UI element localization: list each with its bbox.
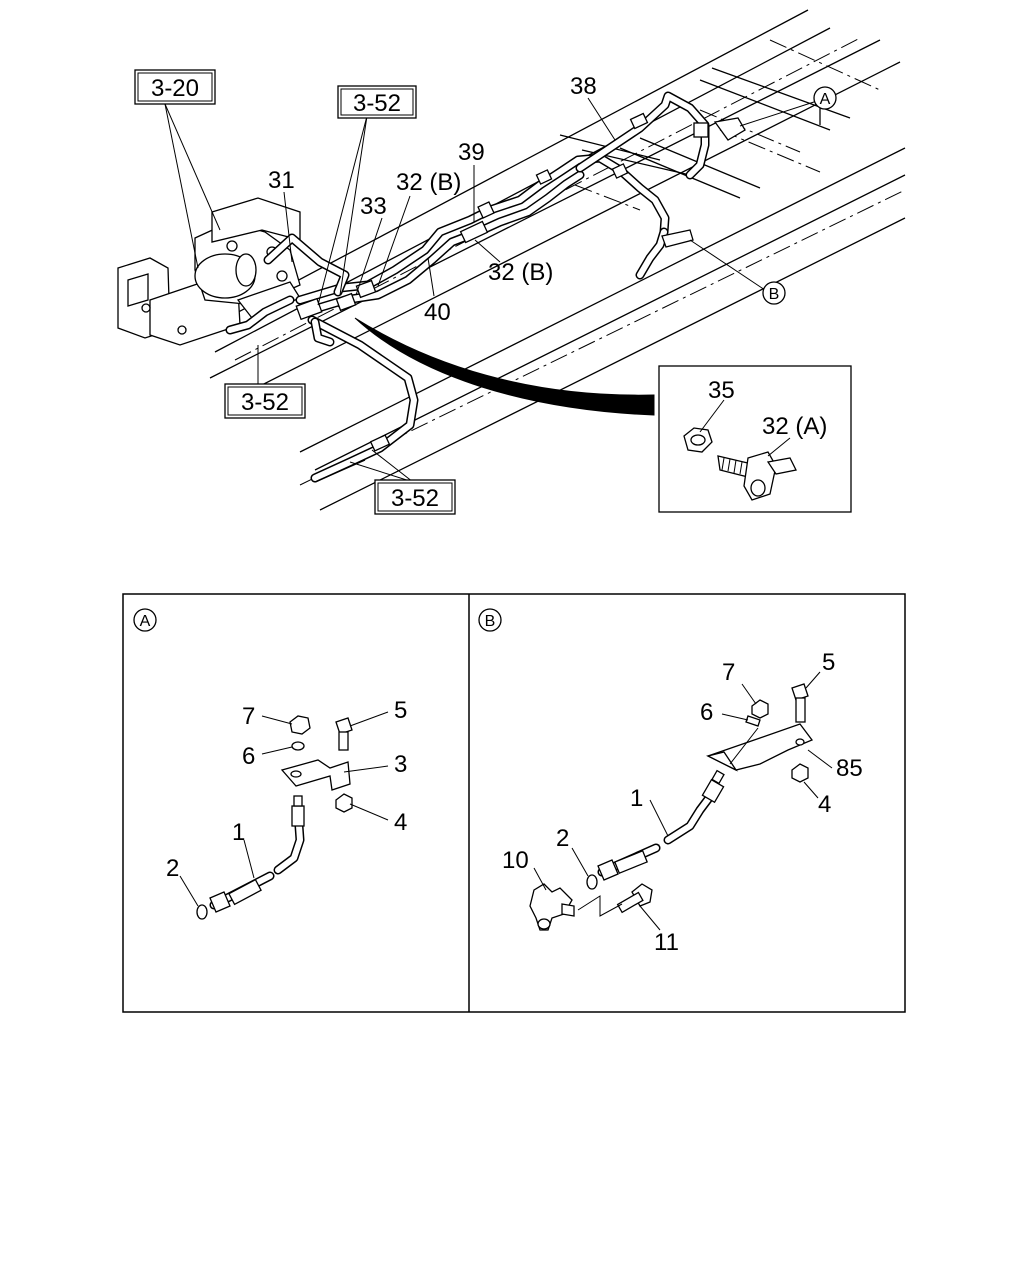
detail-a-panel: A 7 5 6 (133, 608, 407, 920)
callout-39: 39 (458, 139, 485, 166)
b-callout-7: 7 (722, 659, 735, 686)
detail-a-tag-label: A (140, 613, 151, 630)
callout-31: 31 (268, 167, 295, 194)
brake-pipes (225, 91, 746, 483)
callout-35: 35 (708, 377, 735, 404)
b-bolt-11 (616, 883, 653, 914)
b-nut-7 (751, 699, 769, 719)
b-oring-2 (586, 874, 598, 890)
detail-b-tag: B (478, 608, 502, 632)
a-bracket-3 (280, 759, 351, 791)
ref-box-3-52-left-label: 3-52 (241, 389, 289, 416)
b-clamp-10 (529, 883, 575, 931)
detail-b-panel: B (478, 608, 863, 956)
ref-box-3-52-left[interactable]: 3-52 (224, 383, 306, 419)
detail-frame (122, 593, 906, 1013)
b-callout-4: 4 (818, 791, 831, 818)
a-callout-3: 3 (394, 751, 407, 778)
a-callout-7: 7 (242, 703, 255, 730)
ref-box-3-52-bottom-label: 3-52 (391, 485, 439, 512)
b-callout-85: 85 (836, 755, 863, 782)
b-callout-11: 11 (654, 929, 679, 956)
a-oring-2 (196, 904, 208, 920)
a-callout-2: 2 (166, 855, 179, 882)
a-callout-5: 5 (394, 697, 407, 724)
b-callout-6: 6 (700, 699, 713, 726)
circle-tag-a[interactable]: A (813, 86, 837, 110)
b-callout-10: 10 (502, 847, 529, 874)
top-leaders (164, 97, 821, 483)
master-cylinder-assembly (117, 197, 301, 346)
b-callout-2: 2 (556, 825, 569, 852)
a-callout-4: 4 (394, 809, 407, 836)
a-nut-4 (335, 793, 353, 813)
callout-40: 40 (424, 299, 451, 326)
a-bolt-5 (335, 717, 353, 751)
ref-box-3-20-label: 3-20 (151, 75, 199, 102)
a-washer-6 (291, 741, 305, 751)
ref-box-3-52-top-label: 3-52 (353, 90, 401, 117)
inset-leader (354, 317, 655, 416)
a-callout-1: 1 (232, 819, 245, 846)
callout-32b-top: 32 (B) (396, 169, 461, 196)
a-callout-6: 6 (242, 743, 255, 770)
callout-32b-mid: 32 (B) (488, 259, 553, 286)
union-32a (717, 451, 797, 501)
circle-tag-b-label: B (769, 286, 780, 303)
b-callout-1: 1 (630, 785, 643, 812)
ref-box-3-20[interactable]: 3-20 (134, 69, 216, 105)
b-nut-4 (791, 763, 809, 783)
circle-tag-a-label: A (820, 91, 831, 108)
nut-35 (683, 427, 713, 453)
inset-detail: 35 32 (A) (658, 365, 852, 513)
ref-box-3-52-top[interactable]: 3-52 (337, 85, 417, 119)
circle-tag-b[interactable]: B (762, 281, 786, 305)
callout-33: 33 (360, 193, 387, 220)
detail-b-tag-label: B (485, 613, 496, 630)
ref-box-3-52-bottom[interactable]: 3-52 (374, 479, 456, 515)
detail-a-tag: A (133, 608, 157, 632)
b-callout-5: 5 (822, 649, 835, 676)
a-nut-7 (289, 715, 311, 735)
callout-38: 38 (570, 73, 597, 100)
b-bolt-5 (791, 683, 809, 723)
callout-32a: 32 (A) (762, 413, 827, 440)
